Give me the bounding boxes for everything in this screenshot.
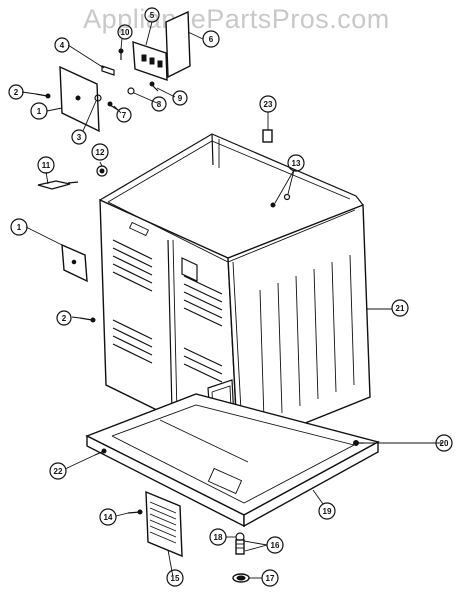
svg-text:21: 21 (396, 304, 405, 313)
callout-4: 4 (54, 37, 70, 53)
callout-1-lower: 1 (10, 218, 28, 236)
svg-text:6: 6 (209, 35, 214, 44)
foot-20 (353, 440, 364, 446)
screws-13 (270, 193, 291, 208)
clip-4 (101, 65, 115, 76)
base-frame (85, 393, 380, 528)
callout-1-upper: 1 (30, 102, 48, 120)
callout-18: 18 (209, 528, 227, 546)
strain-relief-12 (96, 165, 108, 177)
callout-7: 7 (116, 107, 132, 123)
svg-text:9: 9 (178, 94, 183, 103)
clip-23 (262, 129, 273, 143)
callout-2-lower: 2 (56, 310, 72, 326)
svg-text:23: 23 (264, 100, 273, 109)
callout-9: 9 (172, 90, 188, 106)
svg-text:4: 4 (60, 41, 65, 50)
svg-text:19: 19 (323, 507, 332, 516)
callout-13: 13 (287, 154, 305, 172)
svg-text:17: 17 (266, 574, 275, 583)
screw-22 (94, 448, 107, 456)
callout-19: 19 (318, 502, 336, 520)
callout-21: 21 (391, 299, 409, 317)
callout-5: 5 (144, 7, 160, 23)
callout-10: 10 (117, 24, 133, 40)
svg-text:13: 13 (292, 159, 301, 168)
callout-11: 11 (37, 156, 55, 174)
callout-3: 3 (71, 129, 87, 145)
grille-panel-15 (145, 490, 183, 558)
svg-text:16: 16 (271, 541, 280, 550)
upper-louvers (112, 239, 223, 327)
svg-text:1: 1 (17, 223, 22, 232)
svg-text:2: 2 (62, 314, 67, 323)
foot-pad-17 (232, 573, 250, 583)
svg-text:14: 14 (104, 513, 113, 522)
callout-15: 15 (166, 569, 184, 587)
dryer-cabinet (99, 133, 371, 452)
site-watermark: AppliancePartsPros.com (83, 4, 390, 34)
cover-6 (165, 10, 191, 79)
svg-text:7: 7 (122, 111, 127, 120)
svg-text:20: 20 (440, 439, 449, 448)
nut-3 (94, 94, 102, 102)
callout-17: 17 (261, 569, 279, 587)
svg-text:12: 12 (96, 148, 105, 157)
screw-10 (118, 48, 124, 60)
svg-text:5: 5 (150, 11, 155, 20)
callout-22: 22 (49, 462, 67, 480)
callout-2-upper: 2 (8, 84, 24, 100)
screw-9 (149, 81, 159, 92)
svg-text:1: 1 (37, 107, 42, 116)
lower-louvers (112, 319, 223, 383)
callout-16: 16 (266, 536, 284, 554)
svg-text:8: 8 (157, 100, 162, 109)
front-panel-ribs (259, 254, 355, 421)
callout-12: 12 (91, 143, 109, 161)
svg-text:15: 15 (171, 574, 180, 583)
svg-text:11: 11 (42, 161, 51, 170)
screw-2-lower (79, 317, 96, 323)
callout-6: 6 (202, 30, 220, 48)
leader-lines (21, 21, 442, 579)
screw-2-upper (35, 93, 51, 99)
callout-8: 8 (151, 96, 167, 112)
callout-23: 23 (259, 95, 277, 113)
terminal-block-5 (132, 41, 168, 81)
svg-text:10: 10 (121, 28, 130, 37)
washer-8 (127, 87, 135, 95)
svg-text:18: 18 (214, 533, 223, 542)
svg-text:2: 2 (14, 88, 19, 97)
leveling-leg-16 (235, 539, 245, 555)
cord-clamp-11 (37, 180, 79, 190)
callout-14: 14 (99, 508, 117, 526)
screw-14 (127, 509, 143, 515)
svg-text:22: 22 (54, 467, 63, 476)
svg-text:3: 3 (77, 133, 82, 142)
callout-20: 20 (435, 434, 453, 452)
